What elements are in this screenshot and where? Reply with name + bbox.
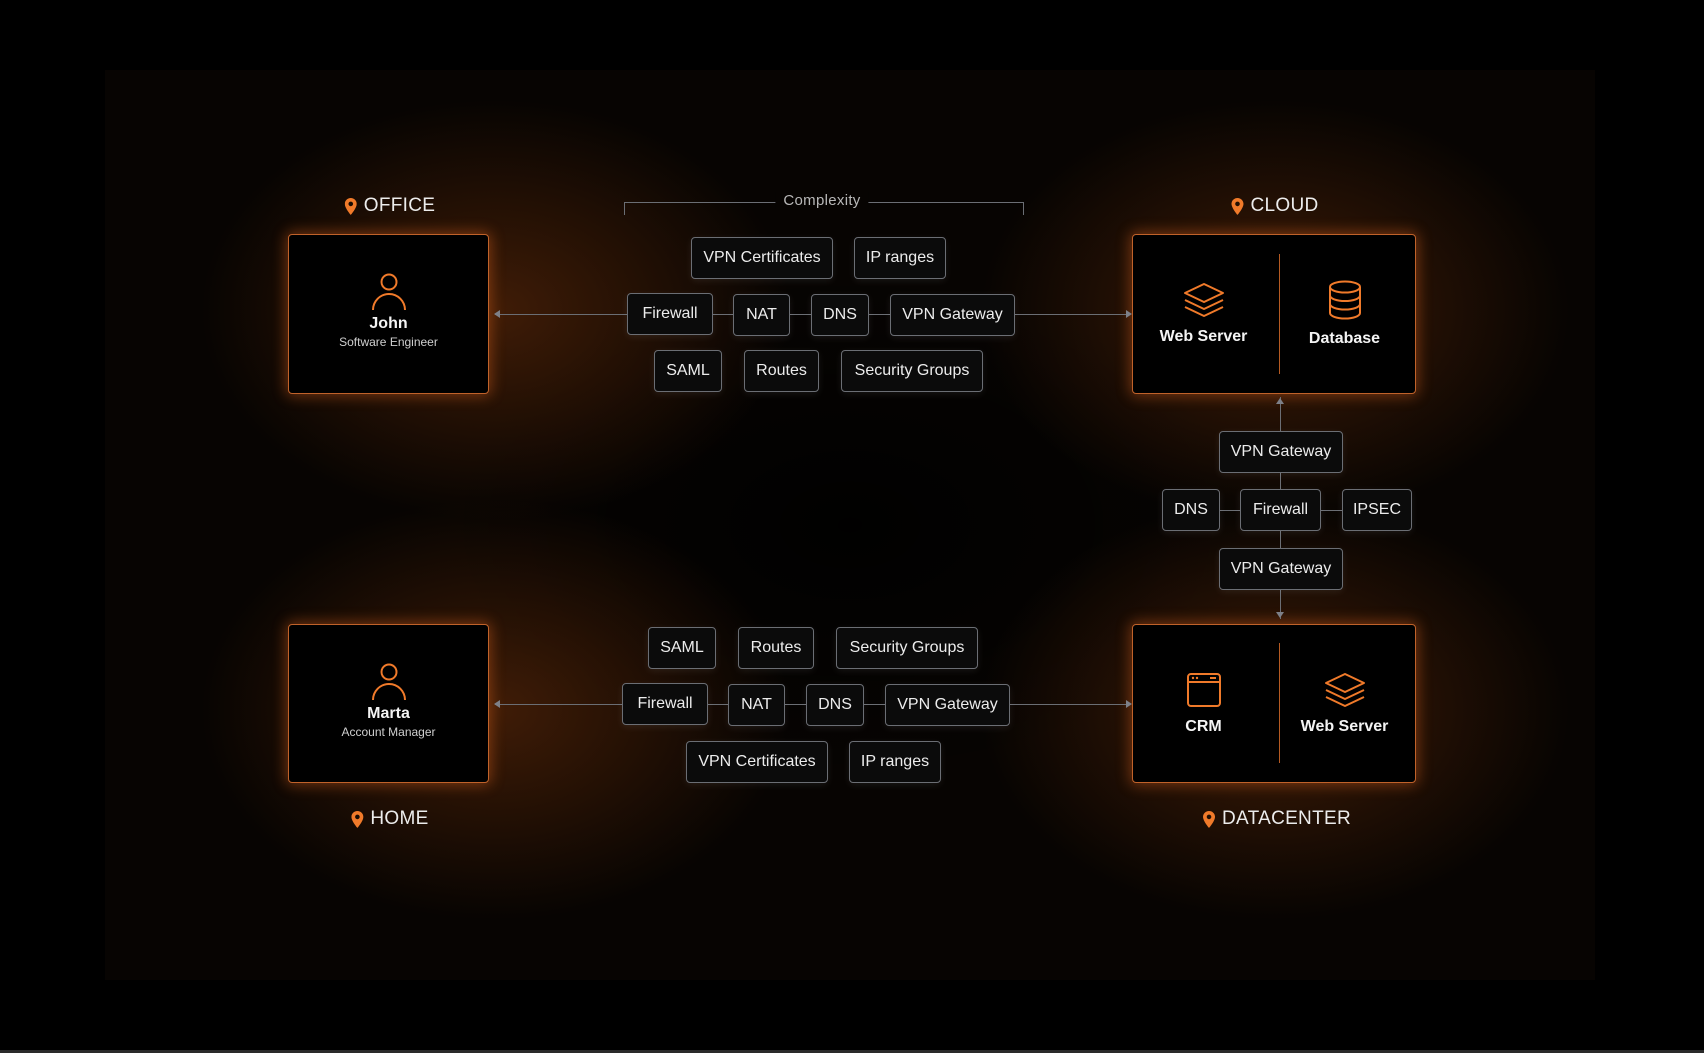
chip-firewall[interactable]: Firewall: [1240, 489, 1321, 531]
chip-vpn-certificates[interactable]: VPN Certificates: [686, 741, 828, 783]
user-card-marta[interactable]: Marta Account Manager: [288, 624, 489, 783]
user-card-john[interactable]: John Software Engineer: [288, 234, 489, 394]
arrow-right-icon: [1126, 700, 1132, 708]
user-name: John: [369, 315, 408, 332]
database-icon: [1328, 280, 1361, 320]
chip-dns[interactable]: DNS: [1162, 489, 1220, 531]
chip-firewall[interactable]: Firewall: [627, 293, 713, 335]
user-role: Account Manager: [341, 725, 436, 739]
service-web-server[interactable]: Web Server: [1274, 625, 1415, 782]
arrow-down-icon: [1276, 612, 1284, 618]
layers-icon: [1183, 283, 1224, 317]
user-role: Software Engineer: [339, 335, 438, 349]
chip-vpn-gateway[interactable]: VPN Gateway: [890, 294, 1015, 336]
chip-vpn-gateway[interactable]: VPN Gateway: [885, 684, 1010, 726]
arrow-left-icon: [494, 700, 500, 708]
location-label-datacenter: DATACENTER: [1203, 808, 1351, 830]
chip-dns[interactable]: DNS: [811, 294, 869, 336]
chip-saml[interactable]: SAML: [654, 350, 722, 392]
complexity-label: Complexity: [775, 192, 869, 209]
service-label: CRM: [1185, 717, 1222, 735]
service-web-server[interactable]: Web Server: [1133, 235, 1274, 393]
arrow-up-icon: [1276, 398, 1284, 404]
location-datacenter-text: DATACENTER: [1222, 808, 1351, 829]
map-pin-icon: [1231, 197, 1244, 215]
service-label: Web Server: [1159, 328, 1248, 345]
chip-ipsec[interactable]: IPSEC: [1342, 489, 1412, 531]
service-label: Database: [1308, 330, 1381, 347]
service-label: Web Server: [1300, 717, 1389, 735]
location-office-text: OFFICE: [363, 195, 436, 216]
chip-vpn-gateway-bottom[interactable]: VPN Gateway: [1219, 548, 1343, 590]
chip-dns[interactable]: DNS: [806, 684, 864, 726]
chip-vpn-gateway-top[interactable]: VPN Gateway: [1219, 431, 1343, 473]
user-icon: [371, 663, 406, 701]
card-divider: [1279, 643, 1280, 763]
chip-saml[interactable]: SAML: [648, 627, 716, 669]
cloud-card[interactable]: Web Server Database: [1132, 234, 1416, 394]
location-label-cloud: CLOUD: [1231, 195, 1318, 217]
layers-icon: [1324, 672, 1365, 707]
chip-vpn-certificates[interactable]: VPN Certificates: [691, 237, 833, 279]
location-label-office: OFFICE: [344, 195, 436, 217]
map-pin-icon: [1203, 810, 1216, 828]
map-pin-icon: [344, 197, 357, 215]
chip-routes[interactable]: Routes: [744, 350, 819, 392]
location-home-text: HOME: [370, 808, 429, 829]
chip-ip-ranges[interactable]: IP ranges: [854, 237, 946, 279]
location-cloud-text: CLOUD: [1250, 195, 1319, 216]
arrow-right-icon: [1126, 310, 1132, 318]
browser-window-icon: [1186, 672, 1221, 707]
user-icon: [371, 273, 406, 311]
chip-security-groups[interactable]: Security Groups: [841, 350, 983, 392]
chip-routes[interactable]: Routes: [738, 627, 814, 669]
datacenter-card[interactable]: CRM Web Server: [1132, 624, 1416, 783]
chip-security-groups[interactable]: Security Groups: [836, 627, 978, 669]
card-divider: [1279, 254, 1280, 374]
chip-firewall[interactable]: Firewall: [622, 683, 708, 725]
service-database[interactable]: Database: [1274, 235, 1415, 393]
bottom-border: [0, 1050, 1704, 1053]
user-name: Marta: [367, 705, 410, 722]
location-label-home: HOME: [351, 808, 428, 830]
map-pin-icon: [351, 810, 364, 828]
arrow-left-icon: [494, 310, 500, 318]
chip-ip-ranges[interactable]: IP ranges: [849, 741, 941, 783]
chip-nat[interactable]: NAT: [733, 294, 790, 336]
service-crm[interactable]: CRM: [1133, 625, 1274, 782]
chip-nat[interactable]: NAT: [728, 684, 785, 726]
